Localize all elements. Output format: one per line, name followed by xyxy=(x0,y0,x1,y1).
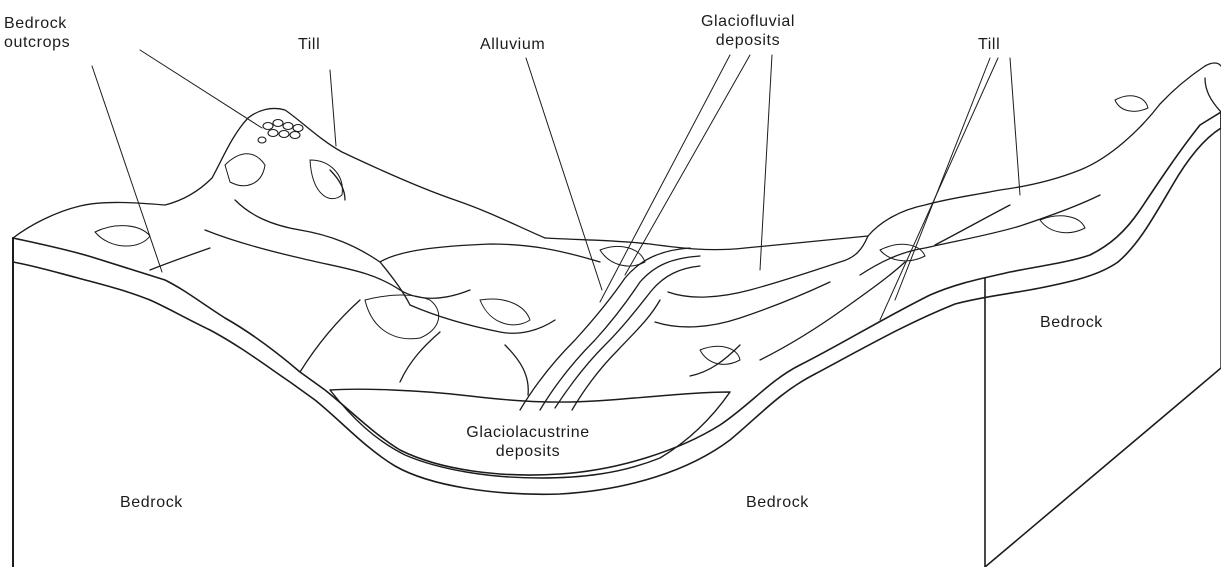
terrain-surface-lines xyxy=(13,63,1221,410)
label-glaciolacustrine-deposits: Glaciolacustrine deposits xyxy=(464,423,591,461)
label-bedrock-left: Bedrock xyxy=(120,493,183,512)
label-bedrock-center: Bedrock xyxy=(746,493,809,512)
terrain-stipple xyxy=(95,96,1148,364)
bedrock-profile-band xyxy=(13,112,1221,494)
block-outline xyxy=(13,112,1221,567)
label-bedrock-right: Bedrock xyxy=(1040,313,1103,332)
label-till-right: Till xyxy=(978,35,1000,54)
bedrock-outcrop-boulders xyxy=(258,120,303,144)
label-till-left: Till xyxy=(298,35,320,54)
label-alluvium: Alluvium xyxy=(480,35,545,54)
label-glaciofluvial-deposits: Glaciofluvial deposits xyxy=(701,12,795,50)
label-leader-lines xyxy=(92,50,1020,320)
label-bedrock-outcrops: Bedrock outcrops xyxy=(4,14,70,52)
